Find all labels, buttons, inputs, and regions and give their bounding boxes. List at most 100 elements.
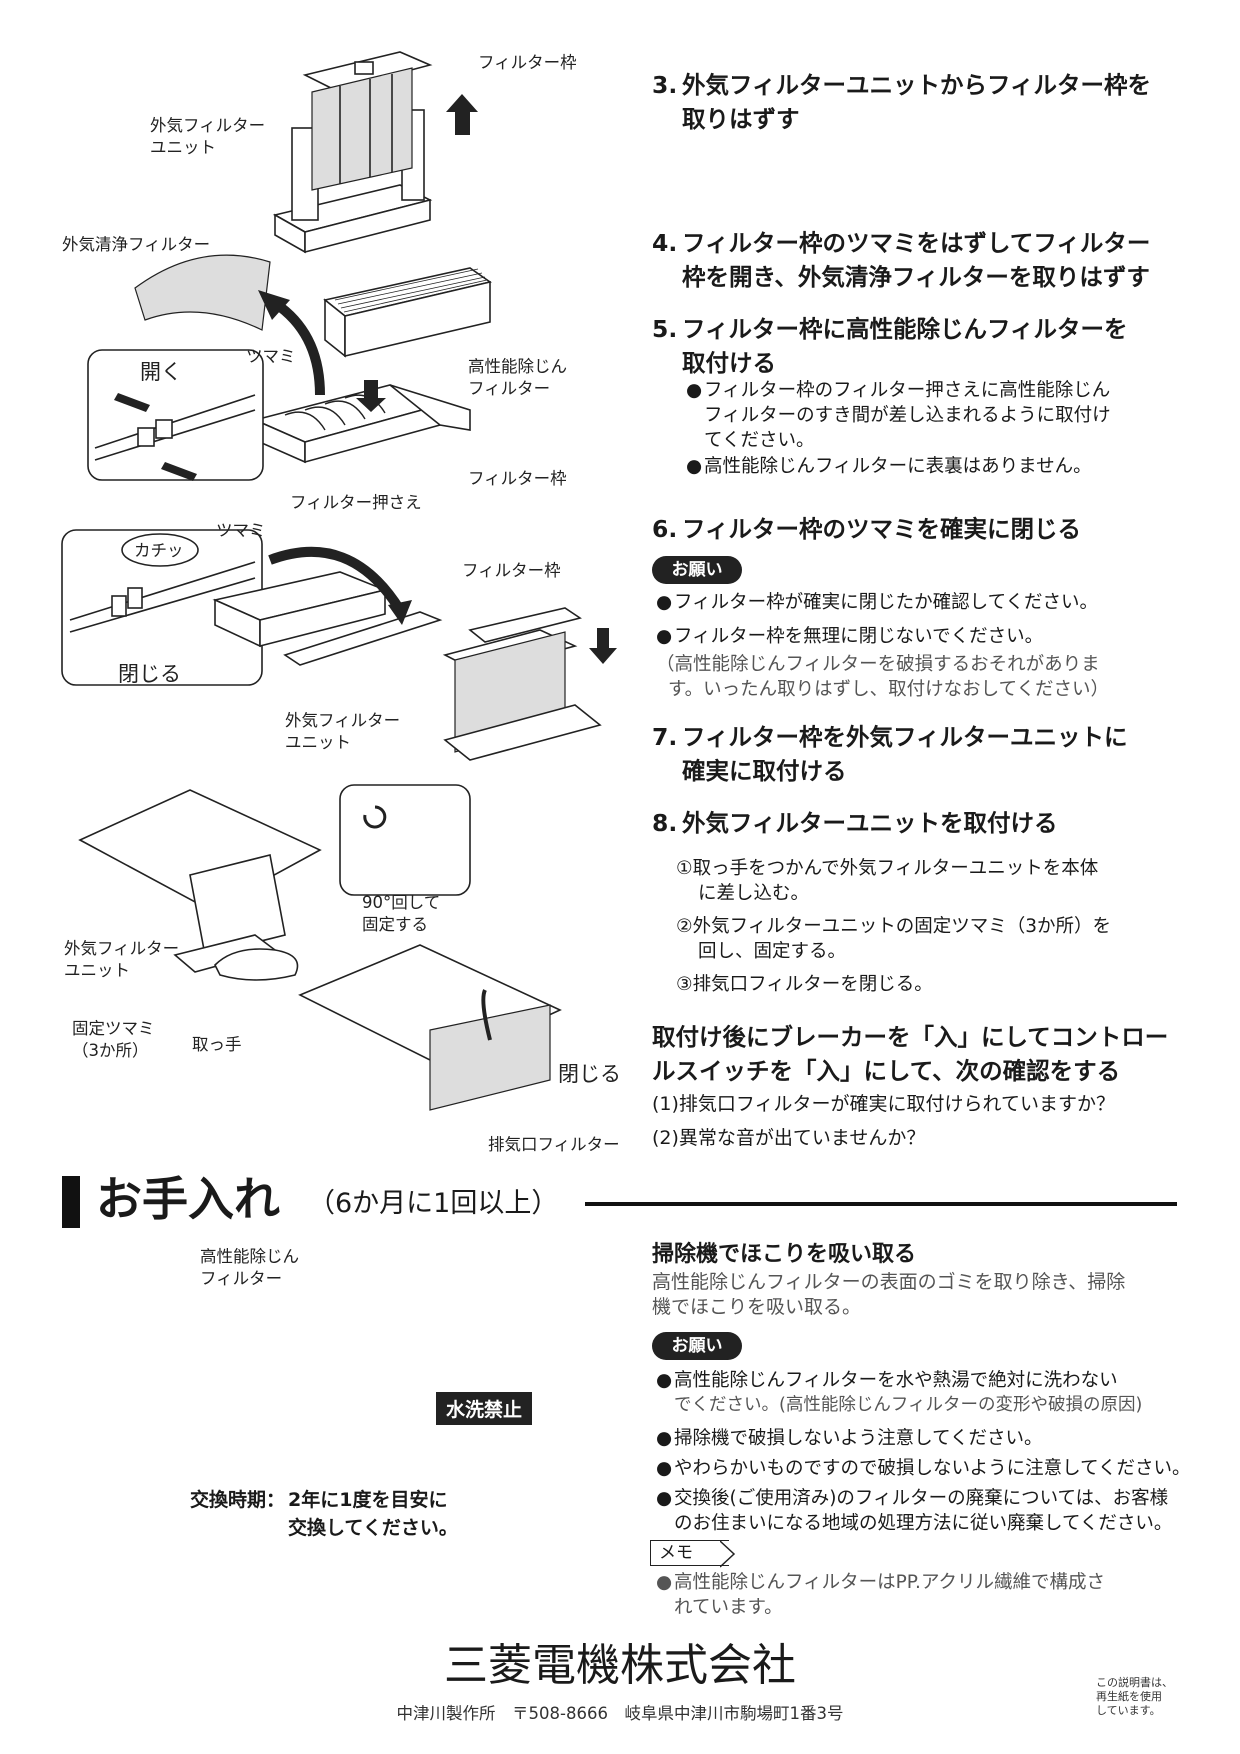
step-3-text-1: 外気フィルターユニットからフィルター枠を	[682, 71, 1152, 99]
label-unit-1b: ユニット	[150, 138, 216, 157]
label-close-1: 閉じる	[118, 662, 181, 686]
step-8-sub-1: ①取っ手をつかんで外気フィルターユニットを本体 に差し込む。	[676, 856, 1196, 906]
maint-note-2: ●掃除機で破損しないよう注意してください。	[656, 1428, 1043, 1449]
label-rotate-b: 固定する	[362, 915, 428, 934]
section-bar	[62, 1176, 80, 1228]
close-knob-figure	[61, 529, 617, 761]
step-5-note-1-line-1: フィルター枠のフィルター押さえに高性能除じん	[704, 380, 1111, 401]
step-5-note-1: ●フィルター枠のフィルター押さえに高性能除じん フィルターのすき間が差し込まれる…	[686, 378, 1196, 453]
memo-line-2: れています。	[674, 1597, 783, 1618]
maint-note-1: ●高性能除じんフィルターを水や熱湯で絶対に洗わない でください。(高性能除じんフ…	[656, 1368, 1196, 1418]
label-unit-2b: ユニット	[285, 733, 351, 752]
step-8-sub-3-mark: ③	[676, 974, 693, 995]
step-5-number: 5.	[652, 315, 678, 343]
step-5-note-2-line-1: 高性能除じんフィルターに表裏はありません。	[704, 456, 1092, 477]
step-8-sub-1-line-2: に差し込む。	[698, 883, 810, 904]
step-4-text-1: フィルター枠のツマミをはずしてフィルター	[682, 229, 1151, 257]
maint-desc: 高性能除じんフィルターの表面のゴミを取り除き、掃除 機でほこりを吸い取る。	[652, 1270, 1192, 1320]
step-8-sub-2-line-2: 回し、固定する。	[698, 941, 847, 962]
step-6-note-1: ●フィルター枠が確実に閉じたか確認してください。	[656, 592, 1099, 613]
step-8-text: 外気フィルターユニットを取付ける	[682, 809, 1058, 837]
step-7-text-2: 確実に取付ける	[682, 757, 847, 785]
label-unit-3b: ユニット	[64, 961, 130, 980]
step-6-note-2-text: フィルター枠を無理に閉じないでください。	[674, 626, 1044, 647]
step-5: 5.フィルター枠に高性能除じんフィルターを 取付ける	[652, 312, 1192, 380]
label-filter-frame-3: フィルター枠	[462, 561, 561, 580]
memo-tab-arrow	[720, 1540, 736, 1568]
step-6-text: フィルター枠のツマミを確実に閉じる	[682, 515, 1082, 543]
step-8-sub-2-line-1: 外気フィルターユニットの固定ツマミ（3か所）を	[692, 916, 1111, 937]
step-8-sub-3-line-1: 排気口フィルターを閉じる。	[692, 974, 933, 995]
label-knob-2: ツマミ	[216, 521, 266, 540]
maint-note-2-text: 掃除機で破損しないよう注意してください。	[674, 1428, 1043, 1449]
maint-desc-1: 高性能除じんフィルターの表面のゴミを取り除き、掃除	[652, 1271, 1126, 1293]
step-6-paren-2: す。いったん取りはずし、取付けなおしてください）	[668, 679, 1110, 700]
step-5-note-1-line-2: フィルターのすき間が差し込まれるように取付け	[704, 405, 1111, 426]
section-title: お手入れ	[96, 1172, 280, 1226]
step-5-note-2: ●高性能除じんフィルターに表裏はありません。	[686, 456, 1092, 477]
step-7: 7.フィルター枠を外気フィルターユニットに 確実に取付ける	[652, 720, 1192, 788]
install-unit-figure	[78, 784, 562, 1111]
step-8: 8.外気フィルターユニットを取付ける	[652, 806, 1192, 840]
no-wash-badge: 水洗禁止	[436, 1392, 533, 1425]
replace-text: 2年に1度を目安に 交換してください。	[288, 1486, 458, 1542]
check-item-1: (1)排気口フィルターが確実に取付けられていますか？	[652, 1093, 1115, 1115]
memo-label: メモ	[650, 1540, 729, 1566]
check-heading-2: ルスイッチを「入」にして、次の確認をする	[652, 1057, 1121, 1085]
company-name: 三菱電機株式会社	[444, 1640, 796, 1691]
label-fix-knob-a: 固定ツマミ	[72, 1019, 155, 1038]
step-5-text-1: フィルター枠に高性能除じんフィルターを	[682, 315, 1128, 343]
recycle-line-3: しています。	[1096, 1704, 1161, 1717]
step-6-paren-1: （高性能除じんフィルターを破損するおそれがありま	[656, 654, 1100, 675]
maint-fig-label-1: 高性能除じん	[200, 1247, 299, 1266]
label-unit-1a: 外気フィルター	[150, 116, 266, 135]
replace-line-1: 2年に1度を目安に	[288, 1489, 448, 1511]
open-frame-figure	[87, 254, 492, 481]
label-click: カチッ	[134, 541, 184, 560]
label-presser: フィルター押さえ	[290, 493, 422, 512]
recycle-line-1: この説明書は、	[1096, 1676, 1173, 1689]
step-4: 4.フィルター枠のツマミをはずしてフィルター 枠を開き、外気清浄フィルターを取り…	[652, 226, 1192, 294]
step-6-note-2: ●フィルター枠を無理に閉じないでください。	[656, 626, 1044, 647]
maint-note-3-text: やわらかいものですので破損しないように注意してください。	[674, 1458, 1191, 1479]
step-6-paren: （高性能除じんフィルターを破損するおそれがありま す。いったん取りはずし、取付け…	[656, 652, 1196, 702]
maint-note-4-line-2: のお住まいになる地域の処理方法に従い廃棄してください。	[674, 1513, 1173, 1534]
label-hepa-1a: 高性能除じん	[468, 357, 567, 376]
step-7-number: 7.	[652, 723, 678, 751]
step-8-sub-2: ②外気フィルターユニットの固定ツマミ（3か所）を 回し、固定する。	[676, 914, 1196, 964]
section-subtitle: （6か月に1回以上）	[308, 1188, 559, 1219]
section-rule	[585, 1202, 1177, 1206]
company-address: 中津川製作所 〒508-8666 岐阜県中津川市駒場町1番3号	[396, 1704, 844, 1723]
unit-with-frame-figure	[272, 51, 478, 254]
step-8-sub-2-mark: ②	[676, 916, 693, 937]
recycle-note: この説明書は、 再生紙を使用 しています。	[1096, 1676, 1173, 1718]
step-8-number: 8.	[652, 809, 678, 837]
check-heading-1: 取付け後にブレーカーを「入」にしてコントロー	[652, 1023, 1169, 1051]
maint-heading: 掃除機でほこりを吸い取る	[652, 1242, 917, 1267]
maint-desc-2: 機でほこりを吸い取る。	[652, 1296, 862, 1318]
maint-note-4-line-1: 交換後(ご使用済み)のフィルターの廃棄については、お客様	[674, 1488, 1169, 1509]
onegai-badge-1: お願い	[652, 556, 742, 584]
label-unit-2a: 外気フィルター	[285, 711, 401, 730]
maint-fig-label-2: フィルター	[200, 1269, 283, 1288]
recycle-line-2: 再生紙を使用	[1096, 1690, 1162, 1703]
label-knob-1: ツマミ	[246, 347, 296, 366]
step-8-sub-1-line-1: 取っ手をつかんで外気フィルターユニットを本体	[692, 858, 1099, 879]
label-close-2: 閉じる	[558, 1062, 621, 1086]
label-rotate-a: 90°回して	[362, 893, 441, 912]
step-8-sub-1-mark: ①	[676, 858, 693, 879]
step-6-note-1-text: フィルター枠が確実に閉じたか確認してください。	[674, 592, 1099, 613]
replace-label: 交換時期：	[190, 1489, 286, 1511]
step-3: 3.外気フィルターユニットからフィルター枠を 取りはずす	[652, 68, 1192, 136]
step-3-text-2: 取りはずす	[682, 105, 800, 133]
check-item-2: (2)異常な音が出ていませんか？	[652, 1127, 926, 1149]
installation-illustrations	[61, 51, 617, 1111]
maint-note-1-line-2: でください。(高性能除じんフィルターの変形や破損の原因)	[674, 1395, 1143, 1415]
label-clean-filter: 外気清浄フィルター	[62, 235, 211, 254]
maint-note-3: ●やわらかいものですので破損しないように注意してください。	[656, 1458, 1191, 1479]
memo-line-1: 高性能除じんフィルターはPP.アクリル繊維で構成さ	[674, 1572, 1106, 1593]
step-4-text-2: 枠を開き、外気清浄フィルターを取りはずす	[682, 263, 1150, 291]
step-8-sub-3: ③排気口フィルターを閉じる。	[676, 972, 1196, 997]
label-unit-3a: 外気フィルター	[64, 939, 180, 958]
step-7-text-1: フィルター枠を外気フィルターユニットに	[682, 723, 1128, 751]
